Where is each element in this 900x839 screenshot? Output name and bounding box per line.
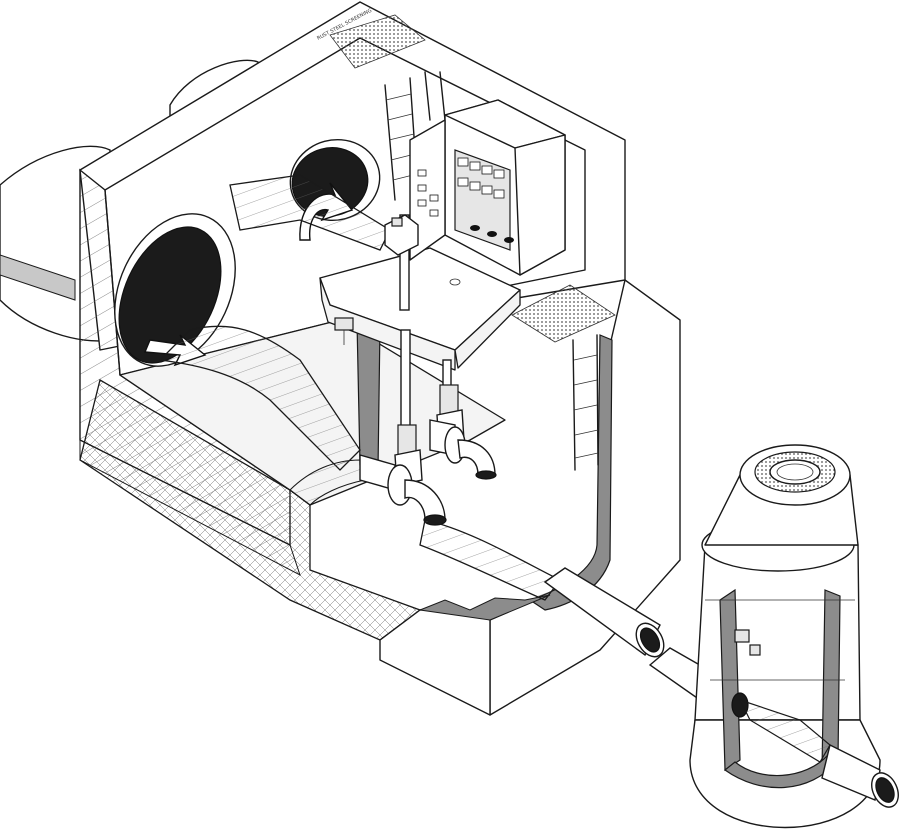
discharge-bend-1: [359, 454, 447, 526]
discharge-bend-2: [429, 419, 497, 480]
inlet-spiral-pipe: [158, 174, 391, 506]
screen-mesh-top: [329, 14, 426, 69]
outlet-spiral-pipe: [419, 519, 561, 601]
valve-icon: [384, 214, 419, 256]
ladder-icon: [572, 334, 599, 471]
manhole: [689, 474, 899, 829]
wall-bracket: [334, 317, 354, 345]
manhole-cover-icon: [739, 444, 851, 506]
outlet-pipe-external: [543, 567, 706, 702]
manhole-bracket: [734, 629, 761, 656]
control-platform: [319, 247, 521, 371]
screen-mesh-right: [511, 284, 616, 343]
control-cabinet-icon: [409, 99, 566, 276]
